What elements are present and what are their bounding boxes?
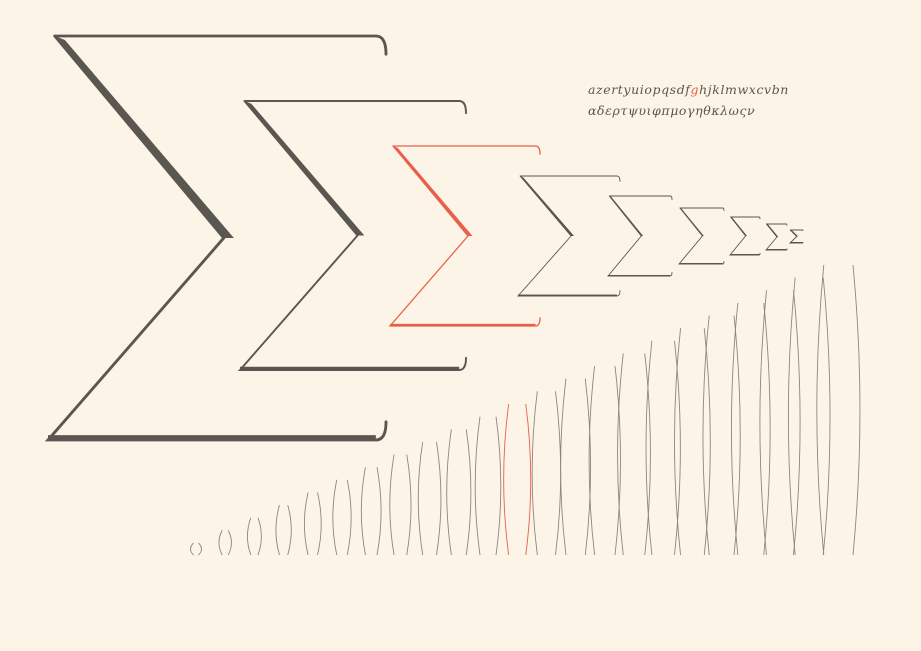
paren-pair-icon	[787, 277, 831, 556]
sigma-icon	[607, 195, 673, 277]
sigma-icon	[237, 100, 467, 371]
paren-pair-icon	[617, 353, 651, 556]
paren-pair-icon	[190, 542, 202, 556]
paren-pair-icon	[531, 391, 562, 556]
paren-pair-icon-accent	[503, 403, 532, 556]
sigma-icon	[788, 229, 804, 244]
parenthesis-group	[190, 264, 861, 556]
paren-pair-icon	[275, 504, 292, 556]
paren-pair-icon	[730, 302, 771, 556]
sigma-icon	[765, 223, 788, 251]
sigma-icon	[729, 216, 761, 256]
sigma-icon-accent	[388, 145, 541, 327]
paren-pair-icon	[816, 264, 861, 556]
paren-pair-icon	[360, 467, 382, 556]
latin-alphabet-specimen: azertyuiopqsdfghjklmwxcvbn	[588, 82, 789, 97]
latin-specimen-start: azertyuiopqsdf	[588, 82, 691, 97]
paren-pair-icon	[246, 517, 262, 556]
latin-specimen-accent-letter: g	[690, 82, 700, 97]
paren-pair-icon	[417, 441, 442, 556]
paren-pair-icon	[588, 366, 621, 556]
paren-pair-icon	[645, 340, 681, 556]
paren-pair-icon	[303, 492, 322, 556]
paren-pair-icon	[389, 454, 412, 556]
paren-pair-icon	[446, 429, 472, 556]
paren-pair-icon	[218, 530, 232, 556]
sigma-group	[44, 34, 804, 442]
paren-pair-icon	[702, 315, 741, 556]
latin-specimen-end: hjklmwxcvbn	[699, 82, 789, 97]
sigma-icon	[44, 34, 388, 442]
sigma-icon	[678, 207, 725, 265]
paren-pair-icon	[560, 378, 592, 556]
paren-pair-icon	[332, 479, 352, 556]
paren-pair-icon	[474, 416, 502, 556]
sigma-icon	[517, 175, 621, 297]
greek-alphabet-specimen: αδερτψυιφπμογηθκλωςν	[588, 103, 756, 118]
paren-pair-icon	[759, 290, 801, 556]
